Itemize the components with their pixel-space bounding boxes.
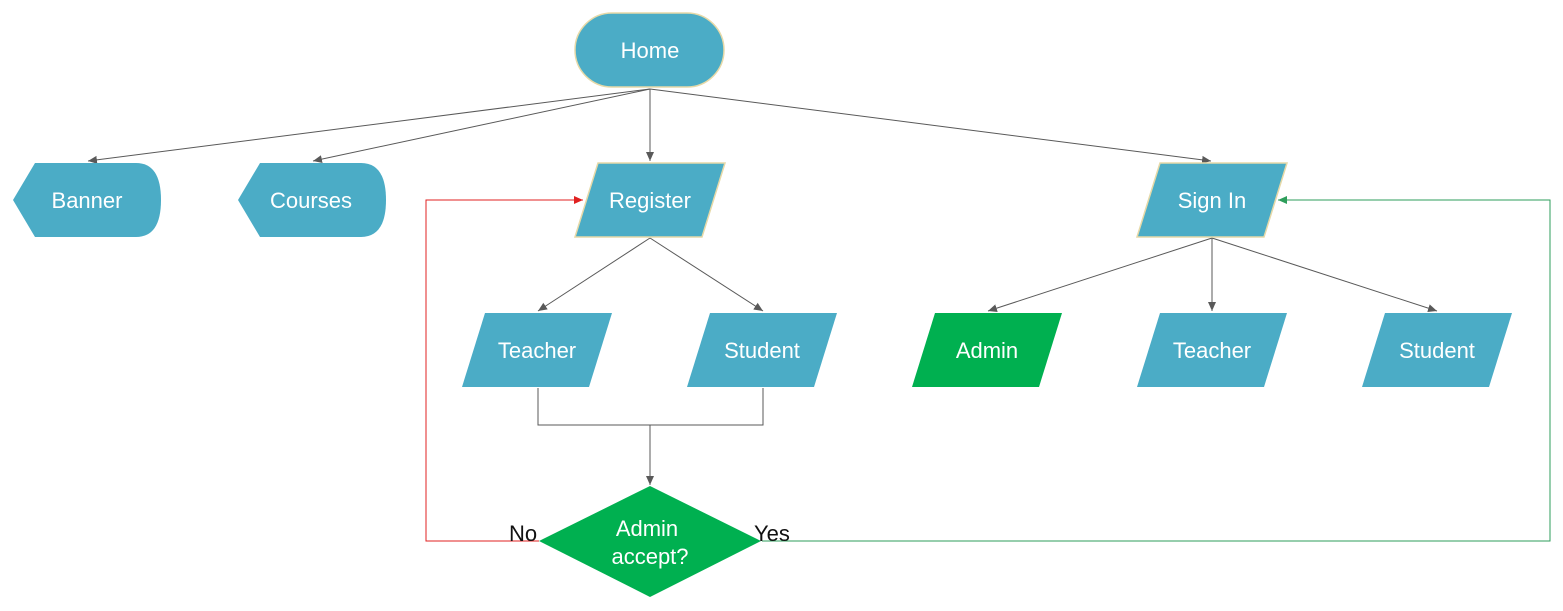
register-label: Register [609,188,691,213]
node-sign-in-student[interactable]: Student [1362,313,1512,387]
node-sign-in-teacher[interactable]: Teacher [1137,313,1287,387]
sign-in-student-label: Student [1399,338,1475,363]
edge-signin-student [1211,237,1438,313]
node-admin-accept-decision[interactable]: Admin accept? [539,486,761,597]
courses-shape [238,163,386,237]
decision-label-line2: accept? [611,544,688,569]
register-shape [573,162,727,238]
node-sign-in[interactable]: Sign In [1135,162,1289,238]
banner-shape [13,163,161,237]
register-teacher-shape [462,313,612,387]
node-banner[interactable]: Banner [13,163,161,237]
node-register[interactable]: Register [573,162,727,238]
register-student-shape [687,313,837,387]
node-courses[interactable]: Courses [238,163,386,237]
edge-signin-admin [987,237,1213,313]
edge-teacher-student-merge [537,388,764,426]
courses-label: Courses [270,188,352,213]
sign-in-student-shape [1362,313,1512,387]
edge-register-teacher [537,237,651,312]
sign-in-shape [1135,162,1289,238]
home-label: Home [621,38,680,63]
node-admin[interactable]: Admin [912,313,1062,387]
edge-home-courses [312,88,651,164]
register-teacher-label: Teacher [498,338,576,363]
home-shape [574,12,725,88]
edge-label-no: No [509,521,537,546]
sign-in-label: Sign In [1178,188,1247,213]
register-student-label: Student [724,338,800,363]
sign-in-teacher-label: Teacher [1173,338,1251,363]
admin-label: Admin [956,338,1018,363]
node-register-teacher[interactable]: Teacher [462,313,612,387]
decision-label-line1: Admin [616,516,678,541]
edge-home-banner [87,88,651,164]
edge-decision-yes-signin [762,196,1551,542]
banner-label: Banner [52,188,123,213]
edge-register-student [649,237,764,312]
edge-home-signin [649,88,1212,164]
edge-decision-no-register [425,196,583,542]
node-home[interactable]: Home [574,12,725,88]
node-register-student[interactable]: Student [687,313,837,387]
edges [87,88,1551,542]
admin-shape [912,313,1062,387]
sign-in-teacher-shape [1137,313,1287,387]
decision-shape [539,486,761,597]
edge-label-yes: Yes [754,521,790,546]
